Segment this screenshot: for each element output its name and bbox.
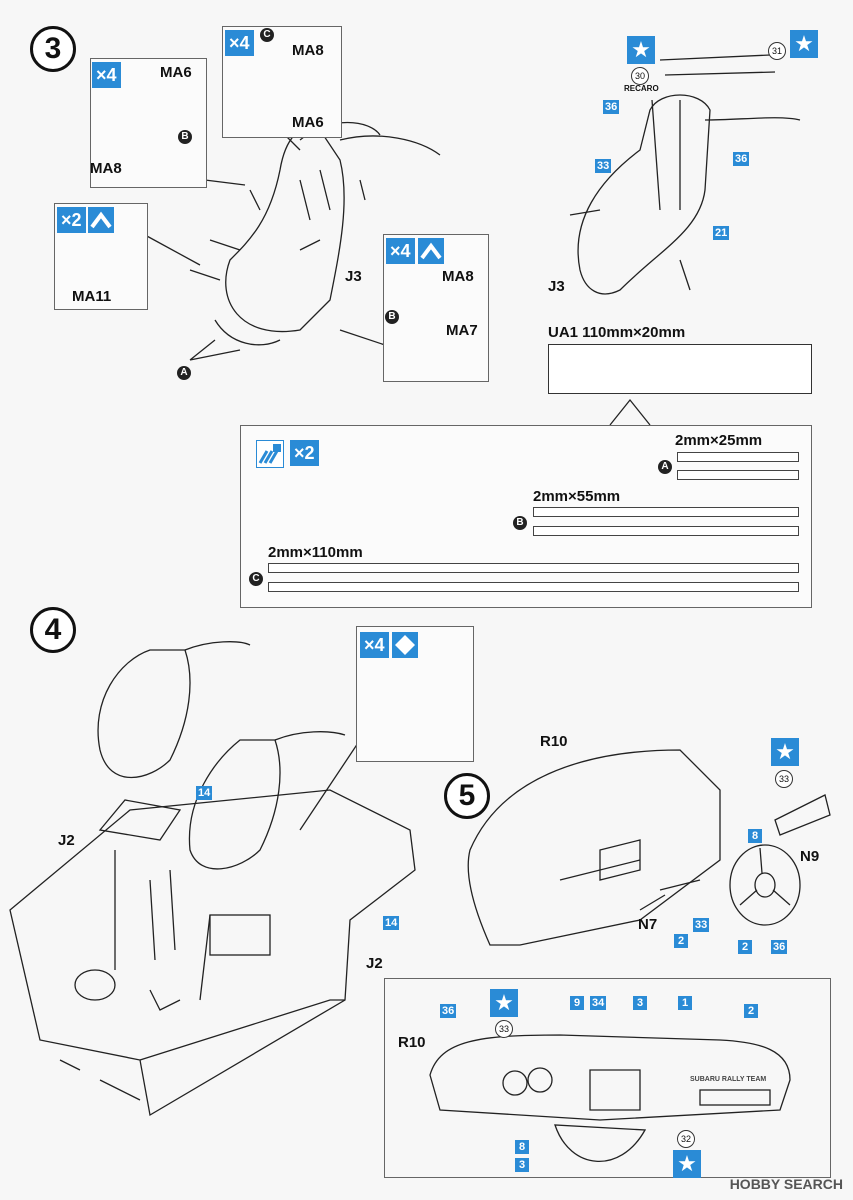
decal-number-2: 2	[738, 940, 752, 954]
part-label: MA8	[90, 160, 122, 177]
star-icon: ★	[627, 36, 655, 64]
part-label: MA6	[160, 64, 192, 81]
decal-number-32: 32	[677, 1130, 695, 1148]
strip-b-2	[533, 526, 799, 536]
decal-number-2: 2	[744, 1004, 758, 1018]
dashboard-decal-box	[384, 978, 831, 1178]
star-icon: ★	[490, 989, 518, 1017]
decal-number-2: 2	[674, 934, 688, 948]
part-label-r10: R10	[540, 733, 568, 750]
part-label: MA6	[292, 114, 324, 131]
letter-a-marker: A	[658, 460, 672, 474]
letter-b-marker: B	[178, 130, 192, 144]
decal-number-36: 36	[603, 100, 620, 114]
star-icon: ★	[673, 1150, 701, 1178]
decal-number-34: 34	[590, 996, 607, 1010]
part-label-j2: J2	[58, 832, 75, 849]
decal-number-36: 36	[440, 1004, 457, 1018]
decal-number-36: 36	[771, 940, 788, 954]
strip-c-2	[268, 582, 799, 592]
part-label-n7: N7	[638, 916, 658, 933]
letter-b-marker: B	[385, 310, 399, 324]
strip-a-1	[677, 452, 799, 462]
letter-a-marker: A	[177, 366, 191, 380]
part-label: MA7	[446, 322, 478, 339]
ua1-title: UA1 110mm×20mm	[548, 324, 686, 341]
diamond-icon	[392, 632, 418, 658]
multiplier-badge: ×4	[225, 30, 254, 56]
decal-number-31: 31	[768, 42, 786, 60]
multiplier-badge: ×4	[92, 62, 121, 88]
part-label: MA8	[292, 42, 324, 59]
watermark: HOBBY SEARCH	[729, 1176, 843, 1192]
part-label-j2: J2	[366, 955, 383, 972]
strip-a-2	[677, 470, 799, 480]
star-icon: ★	[790, 30, 818, 58]
letter-c-marker: C	[249, 572, 263, 586]
step-number-3: 3	[30, 26, 76, 72]
part-label: MA11	[72, 288, 112, 305]
decal-number-8: 8	[748, 829, 762, 843]
part-label-r10: R10	[398, 1034, 426, 1051]
letter-b-marker: B	[513, 516, 527, 530]
step-number-4: 4	[30, 607, 76, 653]
decal-number-33: 33	[693, 918, 710, 932]
strip-c-1	[268, 563, 799, 573]
chevron-up-icon	[418, 238, 444, 264]
part-label-n9: N9	[800, 848, 820, 865]
ua1-template-box	[548, 344, 812, 394]
decal-number-33: 33	[495, 1020, 513, 1038]
decal-number-36: 36	[733, 152, 750, 166]
chevron-up-icon	[88, 207, 114, 233]
strip-size-b: 2mm×55mm	[533, 488, 621, 505]
step-number-5: 5	[444, 773, 490, 819]
strip-size-a: 2mm×25mm	[675, 432, 763, 449]
decal-number-21: 21	[713, 226, 730, 240]
brand-label: RECARO	[624, 84, 659, 93]
decal-number-33: 33	[595, 159, 612, 173]
part-number-14: 14	[383, 916, 400, 930]
star-icon: ★	[771, 738, 799, 766]
decal-number-3: 3	[515, 1158, 529, 1172]
multiplier-badge: ×4	[360, 632, 389, 658]
part-label-j3: J3	[345, 268, 362, 285]
decal-number-33: 33	[775, 770, 793, 788]
cut-strip-icon	[256, 440, 284, 468]
multiplier-badge: ×2	[290, 440, 319, 466]
decal-number-8: 8	[515, 1140, 529, 1154]
part-label: MA8	[442, 268, 474, 285]
multiplier-badge: ×2	[57, 207, 86, 233]
decal-number-1: 1	[678, 996, 692, 1010]
strip-size-c: 2mm×110mm	[268, 544, 363, 561]
strip-b-1	[533, 507, 799, 517]
letter-c-marker: C	[260, 28, 274, 42]
decal-number-30: 30	[631, 67, 649, 85]
team-decal-text: SUBARU RALLY TEAM	[690, 1076, 767, 1083]
multiplier-badge: ×4	[386, 238, 415, 264]
part-number-14: 14	[196, 786, 213, 800]
decal-number-3: 3	[633, 996, 647, 1010]
decal-number-9: 9	[570, 996, 584, 1010]
part-label-j3: J3	[548, 278, 565, 295]
